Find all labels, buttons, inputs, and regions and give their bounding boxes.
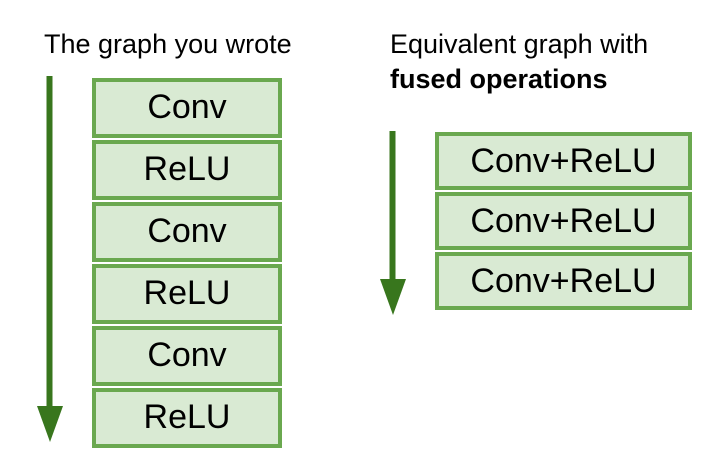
original-graph-stack: Conv ReLU Conv ReLU Conv ReLU (92, 78, 282, 450)
left-title: The graph you wrote (44, 29, 292, 59)
layer-box-conv: Conv (92, 78, 282, 138)
layer-box-relu: ReLU (92, 388, 282, 448)
layer-box-conv-relu: Conv+ReLU (435, 132, 692, 190)
layer-box-conv-relu: Conv+ReLU (435, 252, 692, 310)
fused-graph-stack: Conv+ReLU Conv+ReLU Conv+ReLU (435, 132, 692, 312)
layer-box-conv: Conv (92, 202, 282, 262)
arrow-down-icon (380, 131, 406, 315)
right-title-line1: Equivalent graph with (390, 29, 649, 59)
arrow-down-icon (37, 76, 63, 442)
right-title-line2: fused operations (390, 64, 608, 94)
layer-box-relu: ReLU (92, 140, 282, 200)
layer-box-conv-relu: Conv+ReLU (435, 192, 692, 250)
layer-box-conv: Conv (92, 326, 282, 386)
layer-box-relu: ReLU (92, 264, 282, 324)
